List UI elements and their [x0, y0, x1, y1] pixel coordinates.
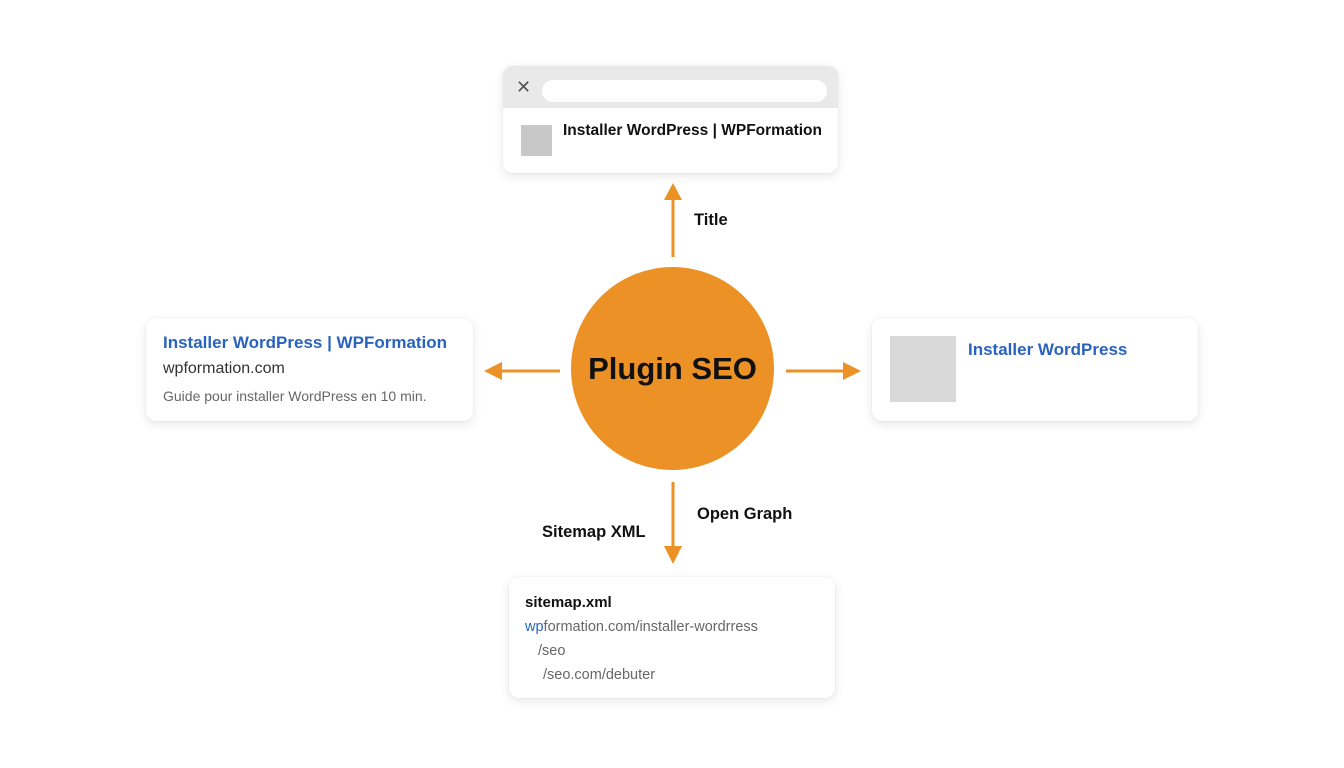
browser-tab-card: ✕ Installer WordPress | WPFormation — [503, 66, 838, 173]
search-result-title[interactable]: Installer WordPress | WPFormation — [163, 333, 448, 352]
image-placeholder — [890, 336, 956, 402]
sitemap-url: wpformation.com/installer-wordrress — [525, 615, 835, 639]
address-bar[interactable] — [542, 80, 827, 102]
sitemap-path: /seo — [538, 643, 566, 659]
browser-tab-title: Installer WordPress | WPFormation — [563, 122, 822, 139]
browser-tab-bar: ✕ — [503, 66, 838, 108]
plugin-seo-label: Plugin SEO — [588, 350, 757, 386]
arrow-right-head — [843, 362, 861, 380]
close-icon[interactable]: ✕ — [516, 77, 532, 97]
sitemap-url-rest: formation.com/installer-wordrress — [543, 619, 758, 635]
favicon-placeholder — [521, 125, 552, 156]
search-result-url: wpformation.com — [163, 360, 285, 377]
sitemap-card: sitemap.xml wpformation.com/installer-wo… — [509, 577, 835, 698]
title-label: Title — [694, 211, 728, 229]
arrow-down-head — [664, 546, 682, 564]
open-graph-title[interactable]: Installer WordPress — [968, 340, 1128, 359]
sitemap-url-prefix: wp — [525, 619, 544, 635]
search-result-card: Installer WordPress | WPFormation wpform… — [146, 318, 473, 421]
arrow-up-head — [664, 183, 682, 200]
open-graph-card: Installer WordPress — [872, 318, 1198, 421]
search-result-description: Guide pour installer WordPress en 10 min… — [163, 388, 427, 404]
sitemap-xml-label: Sitemap XML — [542, 523, 646, 541]
arrow-left-head — [484, 362, 502, 380]
sitemap-heading: sitemap.xml — [525, 594, 612, 611]
open-graph-label: Open Graph — [697, 505, 793, 523]
sitemap-path: /seo.com/debuter — [543, 667, 656, 683]
plugin-seo-node: Plugin SEO — [571, 267, 774, 470]
